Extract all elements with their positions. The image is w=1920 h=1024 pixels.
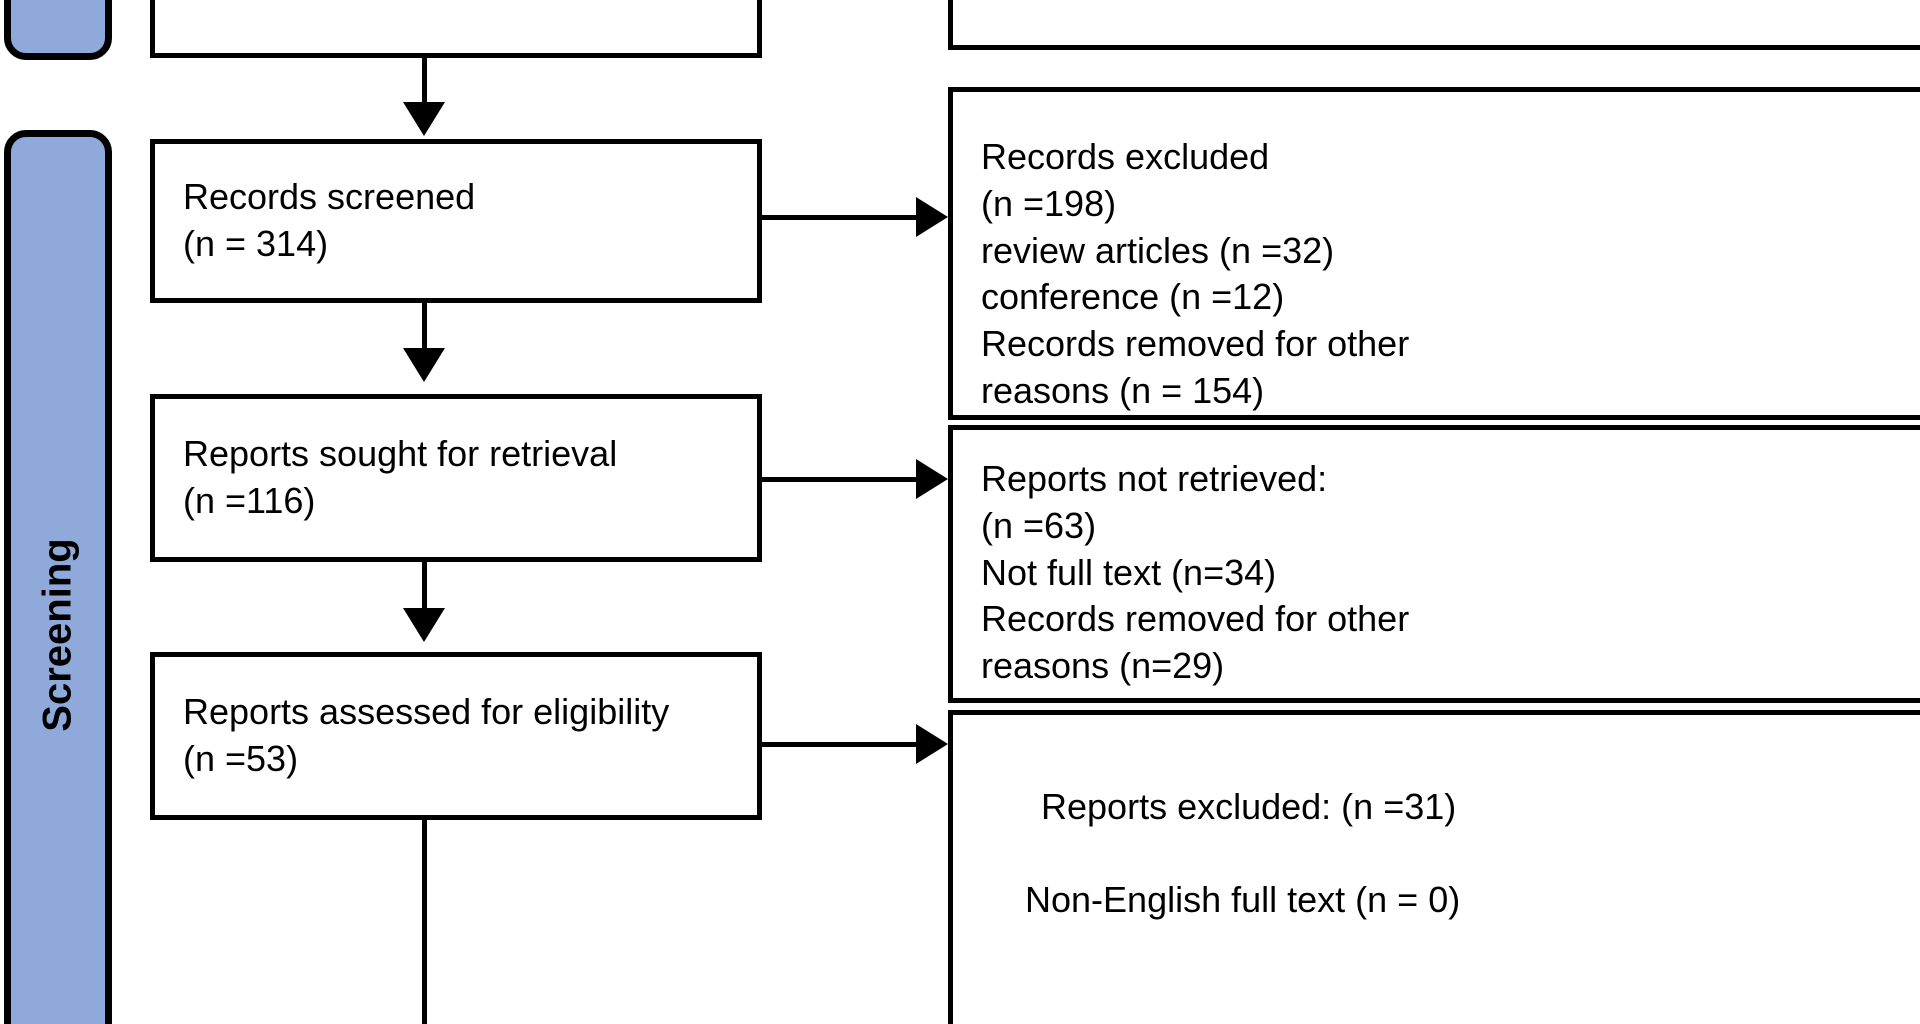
box-records-removed-text: reasons (n = 43) <box>981 0 1920 1</box>
connector-line-screened-to-excluded <box>762 215 920 220</box>
box-reports-excluded: Reports excluded: (n =31) Non-English fu… <box>948 710 1920 1024</box>
box-records-excluded: Records excluded (n =198) review article… <box>948 87 1920 420</box>
box-records-screened: Records screened (n = 314) <box>150 139 762 303</box>
box-records-excluded-text: Records excluded (n =198) review article… <box>981 136 1410 411</box>
connector-line-sought-to-not-retrieved <box>762 477 920 482</box>
connector-line-assessed-to-reports-excluded <box>762 742 920 747</box>
connector-line-sought-to-assessed <box>422 562 427 624</box>
phase-bar-screening: Screening <box>4 130 112 1024</box>
box-reports-not-retrieved: Reports not retrieved: (n =63) Not full … <box>948 425 1920 703</box>
arrow-right-icon-sought-to-not-retrieved <box>916 459 948 499</box>
connector-line-screened-to-sought <box>422 303 427 365</box>
arrow-down-icon-identification-to-screened <box>403 102 445 136</box>
box-reports-assessed: Reports assessed for eligibility (n =53) <box>150 652 762 820</box>
box-reports-assessed-text: Reports assessed for eligibility (n =53) <box>183 691 670 779</box>
box-reports-excluded-line-3: Irrelevant aim of study (n <box>981 1018 1920 1024</box>
phase-bar-identification <box>4 0 112 60</box>
box-reports-not-retrieved-text: Reports not retrieved: (n =63) Not full … <box>981 458 1410 687</box>
box-reports-sought-text: Reports sought for retrieval (n =116) <box>183 433 618 521</box>
box-identification <box>150 0 762 58</box>
box-reports-sought: Reports sought for retrieval (n =116) <box>150 394 762 562</box>
box-reports-excluded-text: Reports excluded: (n =31) Non-English fu… <box>981 737 1920 1024</box>
box-reports-excluded-line-1: Reports excluded: (n =31) <box>1041 785 1457 827</box>
connector-line-assessed-to-included <box>422 820 427 1024</box>
arrow-down-icon-screened-to-sought <box>403 348 445 382</box>
box-records-removed: reasons (n = 43) <box>948 0 1920 50</box>
box-reports-excluded-line-2: Non-English full text (n = 0) <box>1025 879 1461 921</box>
connector-line-identification-to-screened <box>422 58 427 120</box>
arrow-down-icon-sought-to-assessed <box>403 608 445 642</box>
box-records-screened-text: Records screened (n = 314) <box>183 176 476 264</box>
phase-label-screening: Screening <box>35 538 80 732</box>
arrow-right-icon-screened-to-excluded <box>916 197 948 237</box>
arrow-right-icon-assessed-to-reports-excluded <box>916 724 948 764</box>
